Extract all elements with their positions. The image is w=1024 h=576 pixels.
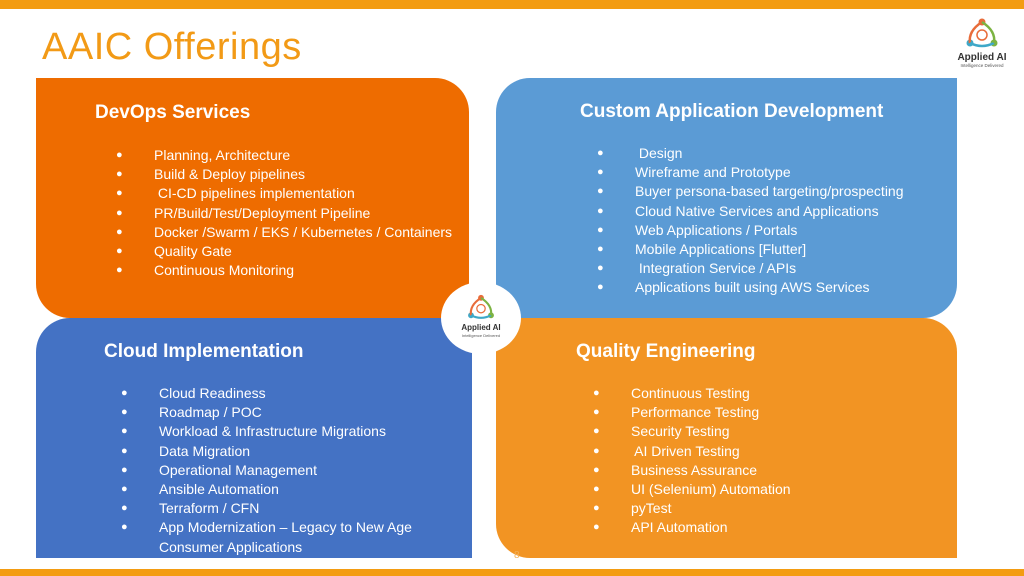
list-item-continuation: Consumer Applications xyxy=(159,538,303,555)
logo-name: Applied AI xyxy=(957,52,1007,63)
cloud-list: ●Cloud Readiness ●Roadmap / POC ●Workloa… xyxy=(121,384,412,557)
list-item: ●API Automation xyxy=(593,519,728,536)
list-item: ●Buyer persona-based targeting/prospecti… xyxy=(597,183,904,200)
panel-title: Custom Application Development xyxy=(580,101,884,122)
center-logo: Applied AI Intelligence Delivered xyxy=(441,282,521,354)
quality-engineering-panel: Quality Engineering ●Continuous Testing … xyxy=(496,318,957,558)
list-item: ●Workload & Infrastructure Migrations xyxy=(121,423,386,440)
list-item: ●Planning, Architecture xyxy=(116,147,291,163)
list-item: ●Wireframe and Prototype xyxy=(597,164,791,181)
list-item: ●Continuous Testing xyxy=(593,385,750,401)
list-item: ●Cloud Native Services and Applications xyxy=(597,202,879,219)
list-item: ● Integration Service / APIs xyxy=(597,260,797,277)
cloud-implementation-panel: Cloud Implementation ●Cloud Readiness ●R… xyxy=(36,318,472,558)
list-item: ●Applications built using AWS Services xyxy=(597,279,870,296)
list-item: ●Ansible Automation xyxy=(121,481,279,498)
list-item: ●Quality Gate xyxy=(116,243,232,260)
list-item: ●Terraform / CFN xyxy=(121,500,260,517)
list-item: ●Build & Deploy pipelines xyxy=(116,166,305,183)
page-number: 8 xyxy=(514,550,520,561)
logo-icon xyxy=(468,294,494,319)
custom-application-development-panel: Custom Application Development ● Design … xyxy=(496,78,957,318)
list-item: ● AI Driven Testing xyxy=(593,442,740,459)
logo-name: Applied AI xyxy=(461,323,501,332)
list-item: ● Design xyxy=(597,145,683,161)
logo-tagline: Intelligence Delivered xyxy=(960,63,1004,68)
list-item: ●Roadmap / POC xyxy=(121,404,262,421)
custom-app-list: ● Design ●Wireframe and Prototype ●Buyer… xyxy=(597,144,904,298)
list-item: ●Continuous Monitoring xyxy=(116,262,295,279)
list-item: ●Web Applications / Portals xyxy=(597,221,798,238)
logo-tagline: Intelligence Delivered xyxy=(461,333,501,338)
page-title: AAIC Offerings xyxy=(42,26,302,68)
list-item: ●PR/Build/Test/Deployment Pipeline xyxy=(116,204,371,221)
list-item: ●Performance Testing xyxy=(593,404,760,421)
list-item: ●Business Assurance xyxy=(593,461,758,478)
top-accent-bar xyxy=(0,0,1024,9)
list-item: ●Mobile Applications [Flutter] xyxy=(597,241,807,258)
list-item: ●pyTest xyxy=(593,500,672,517)
devops-list: ●Planning, Architecture ●Build & Deploy … xyxy=(116,146,452,280)
bottom-accent-bar xyxy=(0,569,1024,576)
list-item: ●Data Migration xyxy=(121,442,251,459)
panel-title: Quality Engineering xyxy=(576,341,756,362)
list-item: ●Docker /Swarm / EKS / Kubernetes / Cont… xyxy=(116,223,453,240)
panel-title: DevOps Services xyxy=(95,102,251,123)
list-item: ●UI (Selenium) Automation xyxy=(593,481,791,498)
list-item: ●Operational Management xyxy=(121,461,317,478)
logo-icon xyxy=(966,18,998,48)
panel-title: Cloud Implementation xyxy=(104,341,304,362)
devops-services-panel: DevOps Services ●Planning, Architecture … xyxy=(36,78,469,318)
qe-list: ●Continuous Testing ●Performance Testing… xyxy=(593,384,791,538)
list-item: ●App Modernization – Legacy to New Age xyxy=(121,519,412,536)
list-item: ●Security Testing xyxy=(593,423,730,440)
list-item: ●Cloud Readiness xyxy=(121,385,266,401)
list-item: ● CI-CD pipelines implementation xyxy=(116,185,355,202)
